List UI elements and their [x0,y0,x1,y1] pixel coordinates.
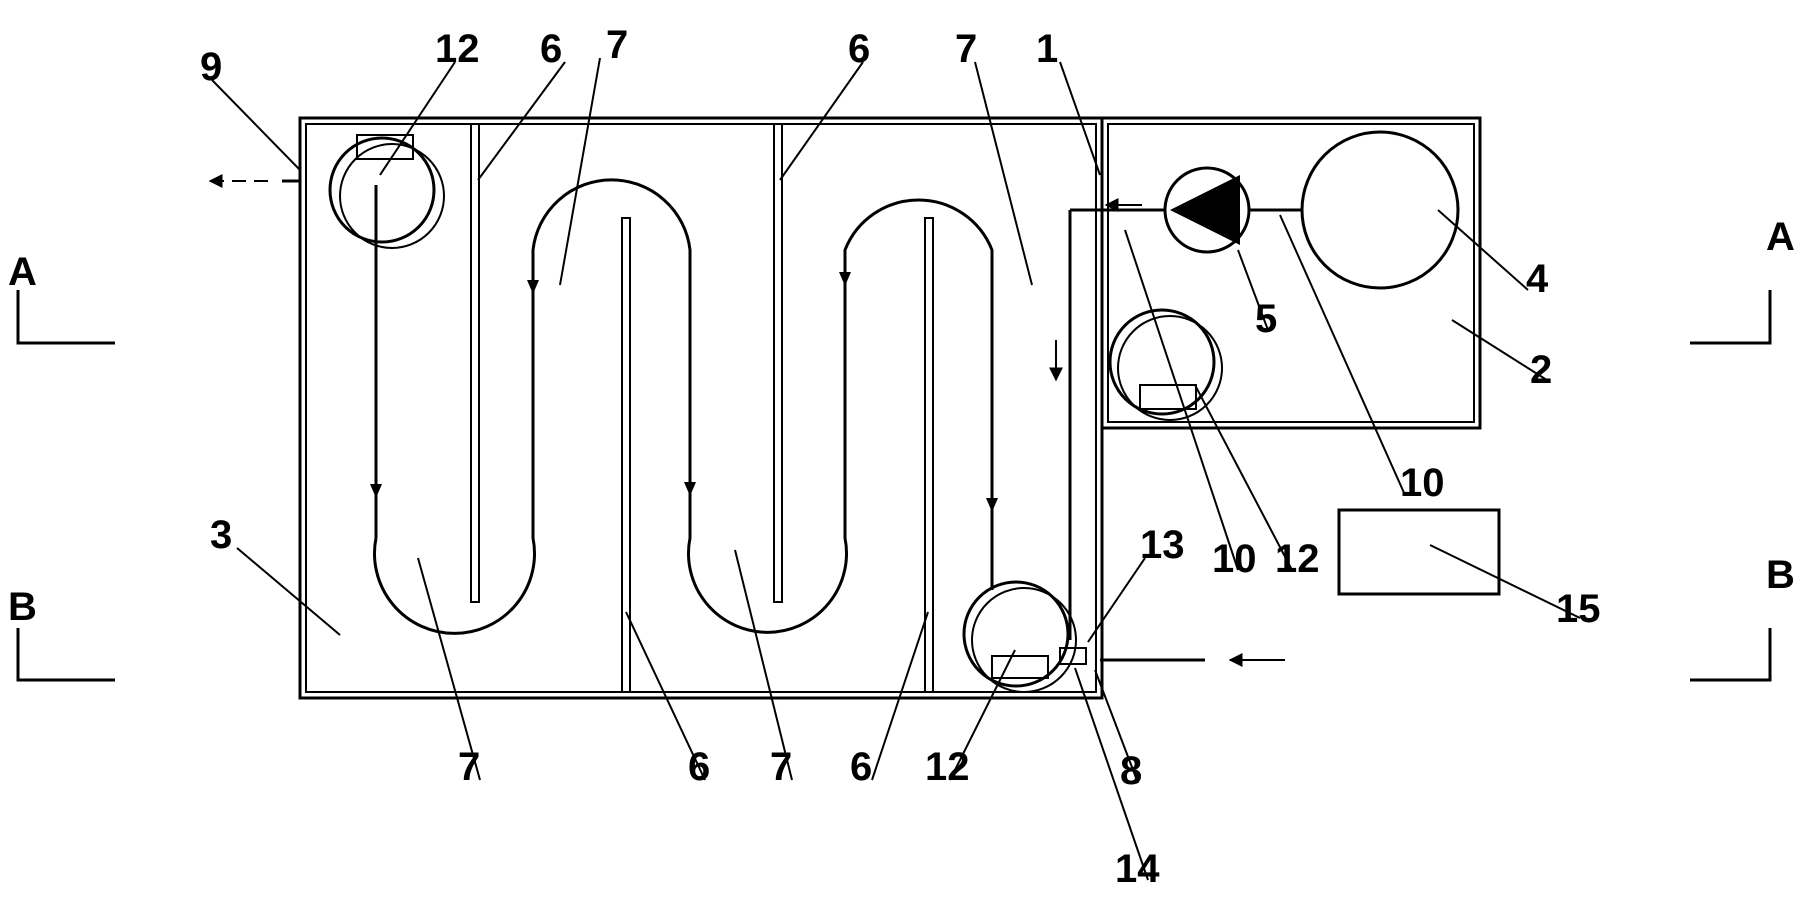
up-arrow-icon [986,498,998,512]
unit-12-bottom [962,580,1077,693]
label-2: 2 [1530,348,1552,392]
label-12-bottom: 12 [925,745,970,789]
label-12-right: 12 [1275,537,1320,581]
numeric-labels: 9 12 6 7 6 7 1 4 5 2 10 10 12 15 13 8 14… [200,23,1601,891]
label-8: 8 [1120,749,1142,793]
unit-12-top-left [328,134,445,249]
label-12-top: 12 [435,27,480,71]
label-6-top-right: 6 [848,27,870,71]
label-13: 13 [1140,523,1185,567]
section-mark-a-left: A [8,250,37,294]
baffles [470,123,934,693]
section-mark-b-right: B [1766,553,1795,597]
label-7-top-right: 7 [955,27,977,71]
section-mark-a-right: A [1766,215,1795,259]
baffle-3 [773,123,783,603]
section-mark-b-left: B [8,585,37,629]
label-14: 14 [1115,847,1160,891]
serpentine-flow-path [370,178,998,635]
label-6-top-left: 6 [540,27,562,71]
baffle-4 [924,217,934,693]
section-marks: A A B B [8,215,1795,682]
label-10-left: 10 [1212,537,1257,581]
label-7-bottom-left: 7 [458,745,480,789]
side-compartment [1100,116,1482,430]
label-7-top-left: 7 [606,23,628,67]
up-arrow-icon [684,482,696,496]
baffle-1 [470,123,480,603]
leaders [211,57,1581,881]
label-6-bottom-left: 6 [688,745,710,789]
label-1: 1 [1036,27,1058,71]
unit-14 [1059,647,1087,665]
up-arrow-icon [370,484,382,498]
label-3: 3 [210,513,232,557]
label-7-bottom-right: 7 [770,745,792,789]
down-arrow-icon [527,280,539,294]
label-5: 5 [1255,297,1277,341]
label-4: 4 [1526,257,1549,301]
label-9: 9 [200,45,222,89]
label-10-right: 10 [1400,461,1445,505]
pipes [1049,198,1302,640]
tank-4 [1300,130,1460,290]
label-6-bottom-right: 6 [850,745,872,789]
baffle-2 [621,217,631,693]
box-15 [1337,508,1501,596]
unit-12-right [1108,308,1223,421]
label-15: 15 [1556,587,1601,631]
inlet-8 [1059,647,1285,667]
down-arrow-icon [839,272,851,286]
pump-5 [1163,166,1251,254]
